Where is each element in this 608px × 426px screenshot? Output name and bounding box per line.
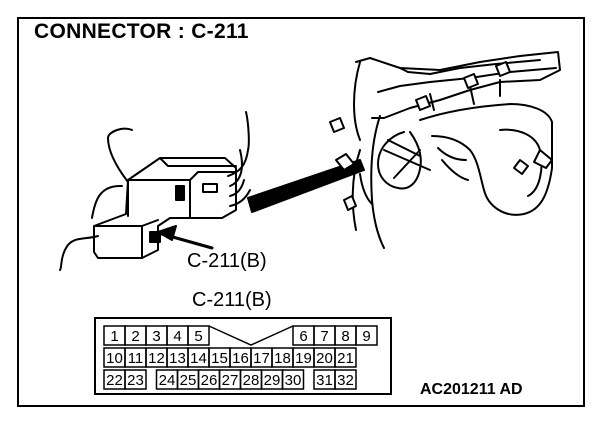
- pin-number: 25: [180, 372, 197, 389]
- pin-number: 15: [211, 350, 228, 367]
- pin-number: 9: [362, 328, 370, 345]
- pin-number: 6: [299, 328, 307, 345]
- face-outline: [94, 317, 392, 395]
- pin-number: 17: [253, 350, 270, 367]
- pin-number: 20: [316, 350, 333, 367]
- pin-number: 31: [316, 372, 333, 389]
- pin-cell: [124, 369, 147, 390]
- pin-number: 8: [341, 328, 349, 345]
- pin-number: 16: [232, 350, 249, 367]
- pin-number: 5: [194, 328, 202, 345]
- pin-number: 3: [152, 328, 160, 345]
- connector-face-title: C-211(B): [192, 289, 272, 311]
- location-leader: [247, 159, 365, 213]
- pin-number: 21: [337, 350, 354, 367]
- dashboard-outline: [329, 51, 561, 249]
- pin-number: 23: [127, 372, 144, 389]
- callout-arrow: [157, 225, 214, 250]
- pin-number: 26: [201, 372, 218, 389]
- pin-number: 24: [159, 372, 176, 389]
- pin-cell: [187, 325, 210, 346]
- pin-number: 13: [169, 350, 186, 367]
- pin-cell: [334, 347, 357, 368]
- pin-number: 29: [264, 372, 281, 389]
- pin-number: 22: [106, 372, 123, 389]
- connector-title: CONNECTOR : C-211: [34, 20, 249, 43]
- pin-number: 30: [285, 372, 302, 389]
- harness-wires: [59, 111, 251, 271]
- pin-cell: [355, 325, 378, 346]
- pin-number: 11: [128, 350, 144, 367]
- pin-number: 32: [337, 372, 354, 389]
- pin-number: 1: [110, 328, 118, 345]
- figure-code: AC201211 AD: [420, 381, 523, 398]
- diagram-frame: [17, 17, 585, 407]
- pin-number: 14: [190, 350, 207, 367]
- connector-housing: [93, 157, 237, 259]
- pin-number: 28: [243, 372, 260, 389]
- pin-number: 12: [148, 350, 165, 367]
- pin-number: 19: [295, 350, 312, 367]
- pin-number: 10: [106, 350, 123, 367]
- pin-number: 2: [131, 328, 139, 345]
- pin-cell: [281, 369, 305, 390]
- key-notch: [208, 325, 294, 346]
- pin-number: 4: [173, 328, 181, 345]
- pin-number: 27: [222, 372, 239, 389]
- pin-number: 18: [274, 350, 291, 367]
- connector-callout-label: C-211(B): [187, 250, 267, 272]
- pin-cell: [334, 369, 357, 390]
- pin-number: 7: [320, 328, 328, 345]
